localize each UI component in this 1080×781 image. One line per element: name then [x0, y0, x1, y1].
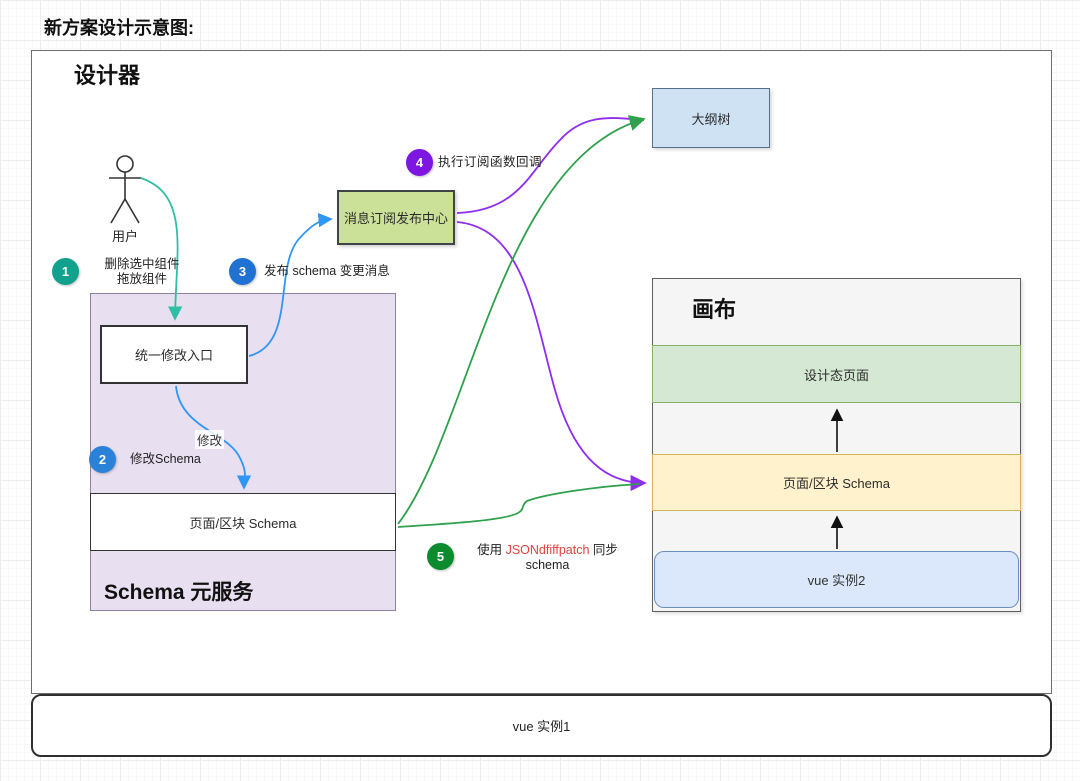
- step-badge-3: 3: [229, 258, 256, 285]
- step-label-2: 修改Schema: [130, 452, 201, 466]
- step-label-3: 发布 schema 变更消息: [264, 264, 390, 278]
- step-label-4: 执行订阅函数回调: [438, 155, 543, 169]
- canvas-page-schema-band: 页面/区块 Schema: [652, 454, 1021, 511]
- step-badge-2: 2: [89, 446, 116, 473]
- edge-modify-label: 修改: [195, 430, 225, 449]
- user-actor-label: 用户: [111, 229, 138, 244]
- unified-modify-entry-box: 统一修改入口: [100, 325, 248, 384]
- vue-instance1-box: vue 实例1: [31, 694, 1052, 757]
- designer-title: 设计器: [74, 63, 141, 88]
- step5-line2: schema: [525, 557, 570, 572]
- schema-meta-service-title: Schema 元服务: [104, 581, 254, 604]
- step-badge-4: 4: [406, 149, 433, 176]
- vue-instance2-box: vue 实例2: [654, 551, 1019, 608]
- step5-highlight: JSONdfiffpatch: [505, 543, 590, 557]
- message-pubsub-center-box: 消息订阅发布中心: [337, 190, 455, 245]
- step1-line2: 拖放组件: [116, 271, 167, 286]
- step-badge-5: 5: [427, 543, 454, 570]
- design-state-page-band: 设计态页面: [652, 345, 1021, 403]
- step-label-5: 使用 JSONdfiffpatch 同步 schema: [460, 543, 635, 573]
- step-label-1: 删除选中组件 拖放组件: [92, 257, 192, 287]
- page-schema-box: 页面/区块 Schema: [90, 493, 396, 551]
- step5-prefix: 使用: [477, 543, 506, 557]
- step1-line1: 删除选中组件: [104, 257, 180, 271]
- step-badge-1: 1: [52, 258, 79, 285]
- outline-tree-box: 大纲树: [652, 88, 770, 148]
- step5-suffix: 同步: [589, 543, 618, 557]
- canvas-title: 画布: [692, 297, 737, 322]
- page-title: 新方案设计示意图:: [44, 18, 194, 38]
